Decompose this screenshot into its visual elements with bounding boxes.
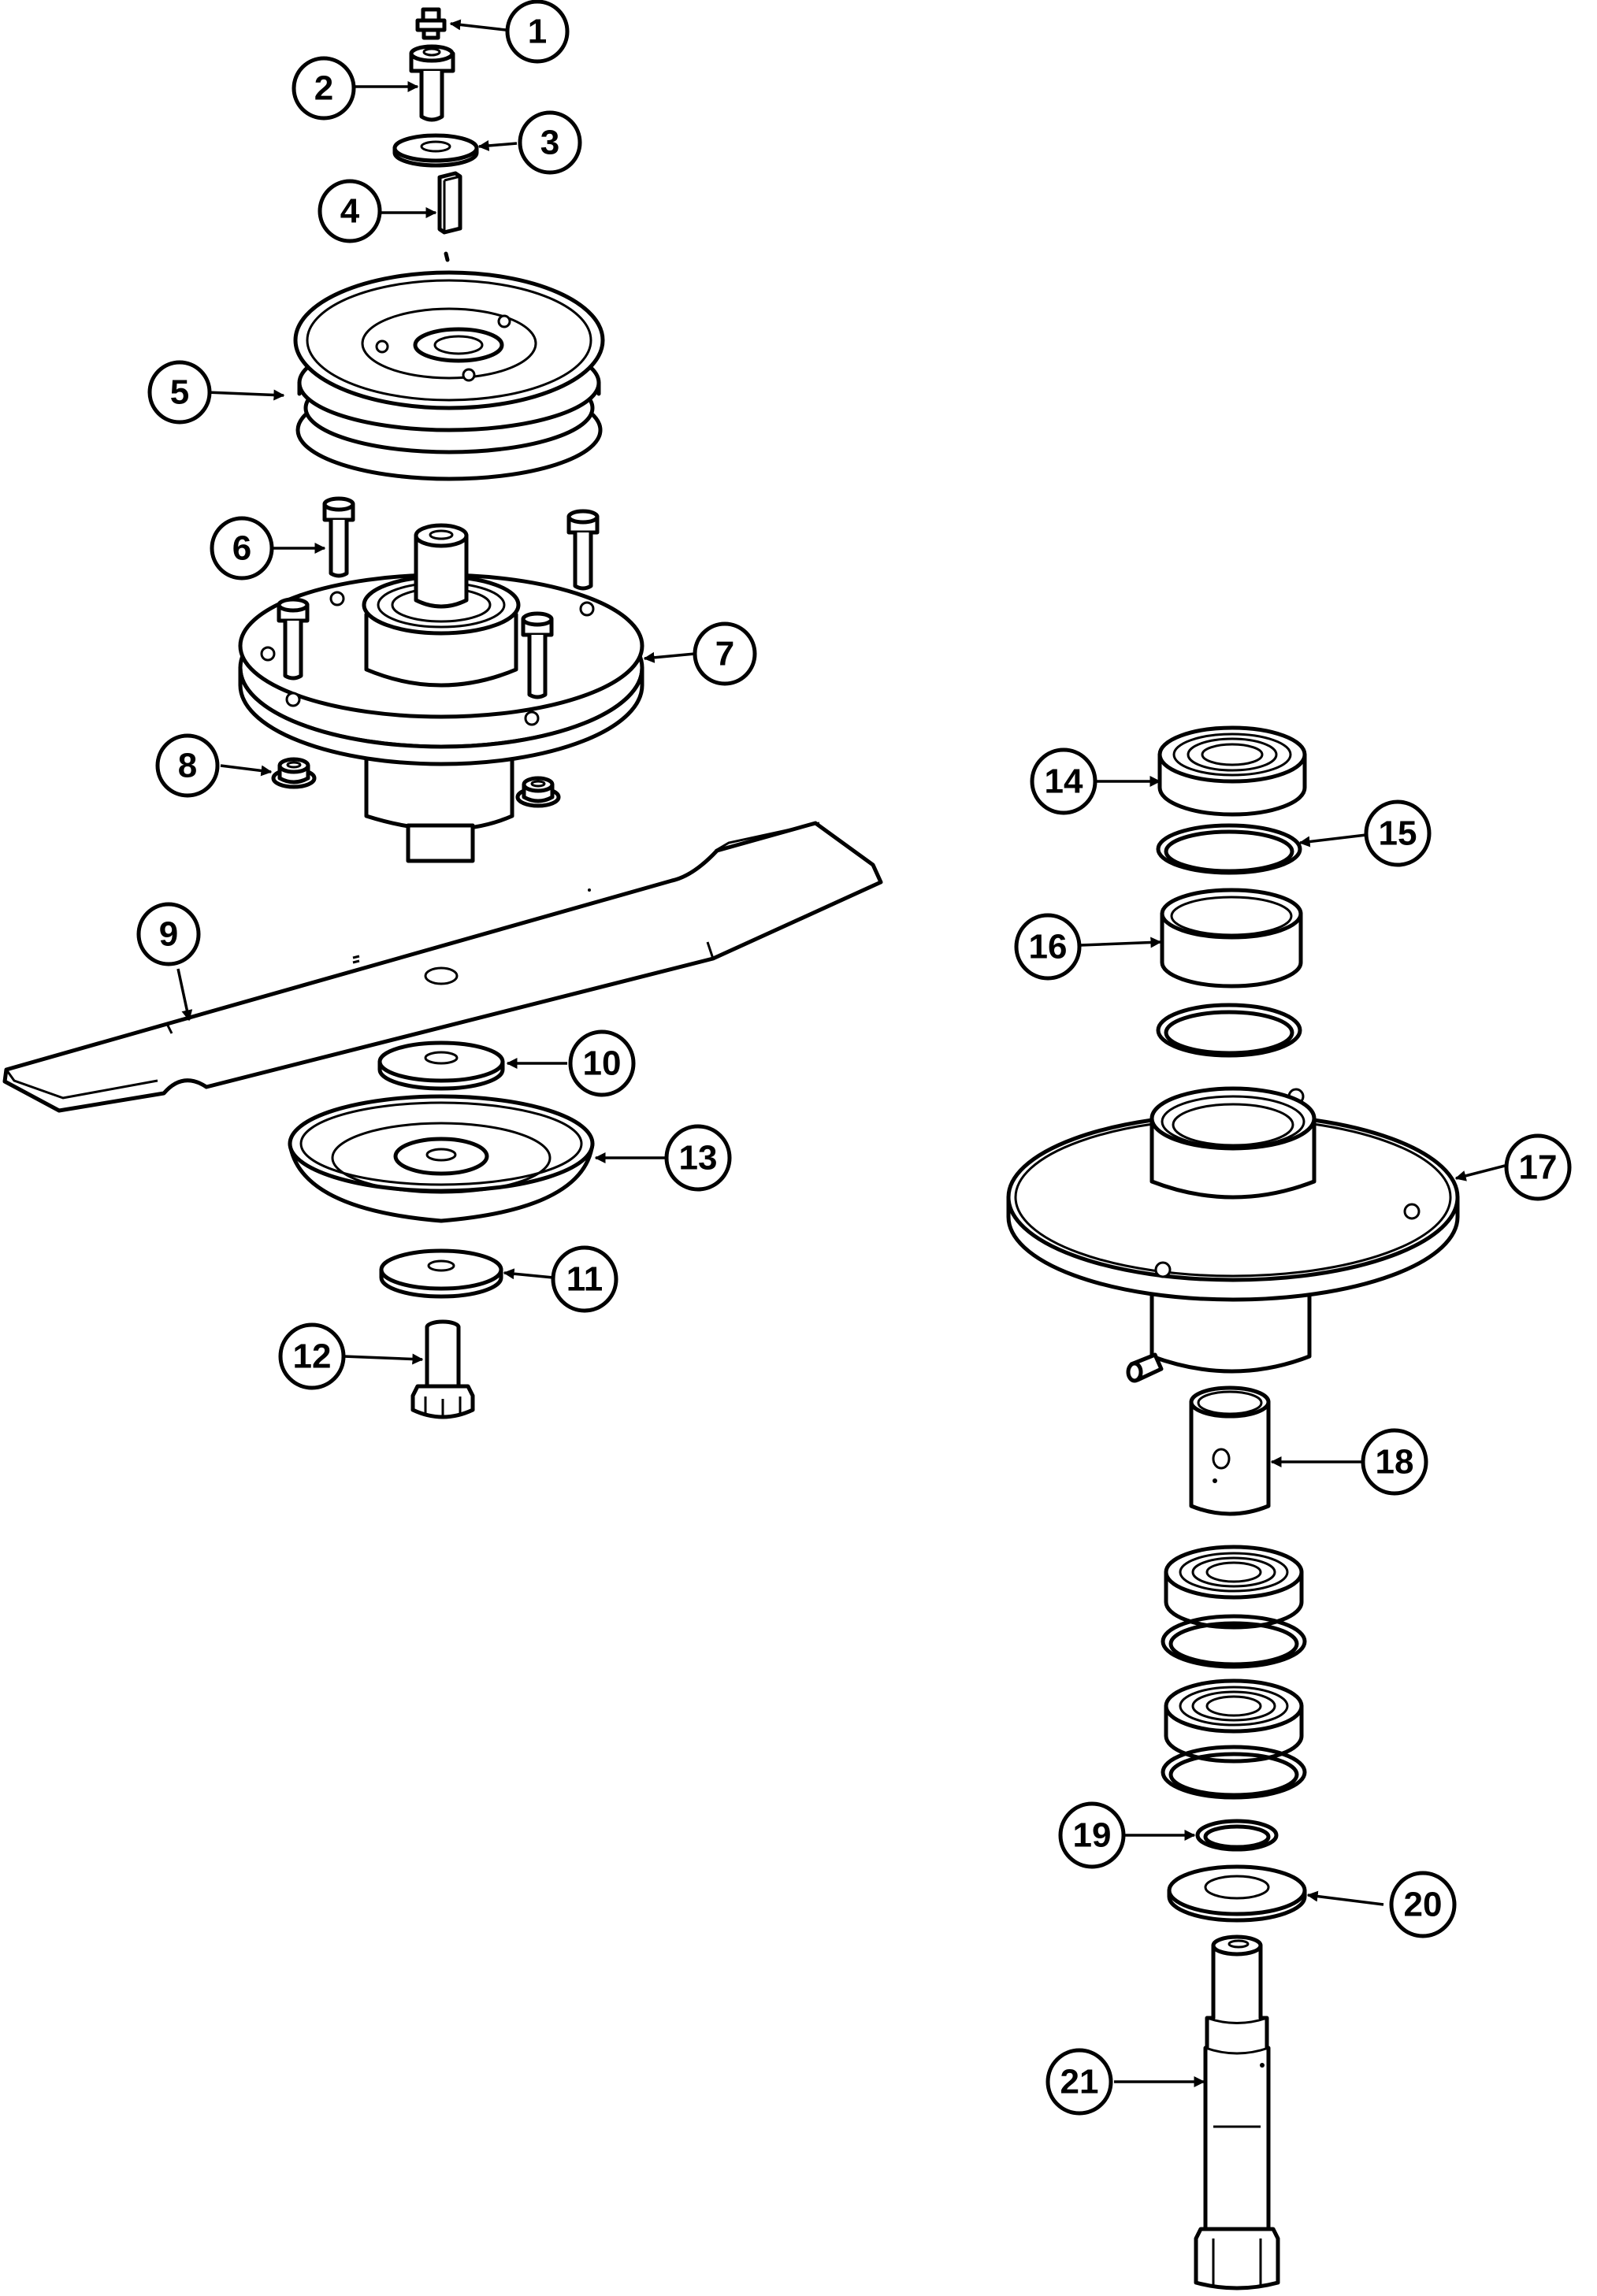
part-14-bearing [1157, 725, 1307, 817]
part-15-snap-ring [1156, 823, 1302, 875]
callout-3: 3 [518, 110, 582, 175]
callout-2: 2 [292, 56, 356, 121]
callout-7-label: 7 [715, 635, 734, 673]
part-17-housing [1006, 1086, 1460, 1383]
part-8-flange-nuts [271, 757, 561, 808]
callout-11: 11 [551, 1245, 618, 1313]
callout-12: 12 [278, 1322, 346, 1390]
snap-ring-lower [1156, 1003, 1302, 1058]
callout-14-label: 14 [1045, 762, 1083, 801]
callout-8-label: 8 [178, 747, 197, 785]
callout-6-label: 6 [232, 529, 251, 568]
callout-5: 5 [147, 360, 212, 425]
part-20-washer [1167, 1864, 1307, 1923]
callout-2-label: 2 [314, 69, 333, 108]
part-5-pulley [293, 251, 605, 481]
part-2-bolt [409, 44, 455, 122]
lower-snap-ring-1 [1161, 1614, 1307, 1669]
part-11-washer [379, 1248, 503, 1299]
callout-3-label: 3 [540, 124, 559, 162]
callout-6: 6 [210, 516, 274, 580]
callout-1: 1 [505, 0, 570, 64]
callout-16: 16 [1014, 913, 1082, 981]
part-6-bolts [277, 496, 600, 699]
callout-18-label: 18 [1376, 1443, 1414, 1482]
callout-5-label: 5 [170, 373, 189, 412]
callout-20: 20 [1389, 1871, 1457, 1938]
callout-18: 18 [1361, 1428, 1428, 1496]
callout-17: 17 [1504, 1133, 1572, 1201]
callout-10-label: 10 [583, 1044, 622, 1083]
callout-19-label: 19 [1073, 1816, 1112, 1855]
callout-13: 13 [664, 1124, 732, 1192]
part-3-washer [392, 133, 479, 168]
part-19-washer [1195, 1819, 1279, 1852]
callout-17-label: 17 [1519, 1148, 1558, 1187]
part-10-washer [377, 1040, 505, 1091]
part-21-spindle-shaft [1194, 1934, 1280, 2290]
part-4-key [437, 171, 462, 235]
part-12-bolt [410, 1319, 475, 1419]
callout-4: 4 [318, 179, 382, 243]
part-9-blade [2, 821, 883, 1113]
callout-20-label: 20 [1404, 1886, 1443, 1924]
callout-13-label: 13 [679, 1139, 718, 1178]
part-18-tube [1189, 1385, 1271, 1516]
callout-12-label: 12 [293, 1337, 332, 1376]
callout-15: 15 [1364, 799, 1432, 867]
callout-21: 21 [1045, 2048, 1113, 2116]
callout-4-label: 4 [340, 192, 360, 231]
callout-8: 8 [155, 733, 220, 798]
callout-1-label: 1 [528, 13, 547, 51]
callout-16-label: 16 [1029, 928, 1068, 966]
callout-10: 10 [568, 1029, 636, 1097]
callout-7: 7 [693, 621, 757, 686]
lower-bearing-2 [1164, 1678, 1304, 1764]
leader-lines [176, 19, 1506, 2087]
callout-9: 9 [136, 902, 201, 966]
callout-15-label: 15 [1379, 814, 1417, 853]
callout-19: 19 [1058, 1801, 1126, 1869]
callout-14: 14 [1030, 747, 1097, 815]
part-13-blade-cup [288, 1094, 595, 1223]
part-16-spacer [1160, 888, 1303, 989]
callout-9-label: 9 [159, 915, 178, 954]
lower-snap-ring-2 [1161, 1745, 1307, 1800]
callout-21-label: 21 [1060, 2063, 1099, 2101]
callout-11-label: 11 [566, 1260, 604, 1299]
lower-bearing-1 [1164, 1545, 1304, 1630]
part-1-grease-fitting [415, 7, 447, 40]
